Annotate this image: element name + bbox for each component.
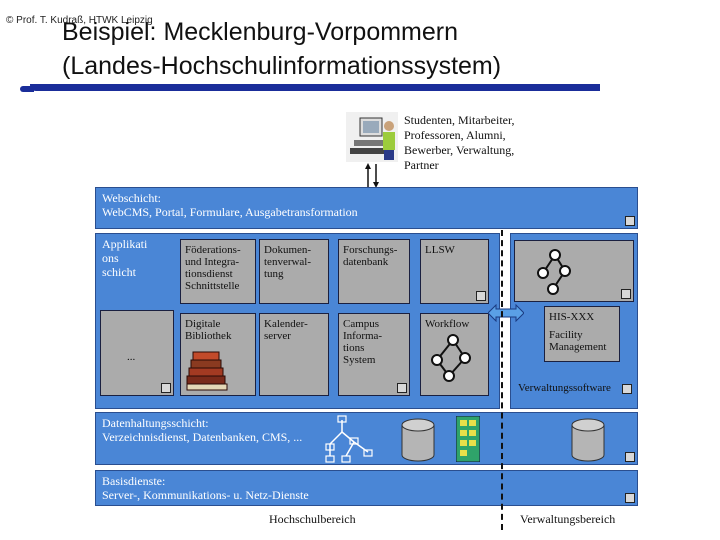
slide-title-line-2: (Landes-Hochschulinformationssystem) bbox=[62, 52, 501, 81]
llsw-box: LLSW bbox=[420, 239, 489, 304]
users-to-web-arrow bbox=[364, 163, 380, 188]
workflow-graph-icon bbox=[425, 332, 481, 391]
layer-corner-marker bbox=[625, 493, 635, 503]
university-area-label: Hochschulbereich bbox=[269, 512, 356, 527]
workflow-admin-arrow bbox=[488, 304, 524, 322]
box-line: datenbank bbox=[343, 256, 405, 268]
box-corner-marker bbox=[397, 383, 407, 393]
directory-tree-icon bbox=[324, 414, 384, 469]
box-line: tions bbox=[343, 342, 405, 354]
box-line: Forschungs- bbox=[343, 244, 405, 256]
base-services-layer: Basisdienste: Server-, Kommunikations- u… bbox=[95, 470, 638, 506]
web-layer: Webschicht: WebCMS, Portal, Formulare, A… bbox=[95, 187, 638, 229]
workflow-box: Workflow bbox=[420, 313, 489, 396]
box-corner-marker bbox=[622, 384, 632, 394]
books-icon bbox=[185, 350, 229, 395]
box-line: tenverwal- bbox=[264, 256, 324, 268]
admin-database-cylinder-icon bbox=[570, 417, 606, 468]
calendar-server-box: Kalender- server bbox=[259, 313, 329, 396]
base-layer-title: Basisdienste: bbox=[102, 474, 631, 488]
box-line: und Integra- bbox=[185, 256, 251, 268]
cms-green-icon bbox=[456, 416, 480, 467]
administration-area-label: Verwaltungsbereich bbox=[520, 512, 615, 527]
box-line: Campus bbox=[343, 318, 405, 330]
area-divider-dashed-line bbox=[501, 230, 505, 530]
admin-graph-icon bbox=[535, 247, 575, 300]
application-layer-label-line: ons bbox=[102, 251, 147, 265]
box-line: Schnittstelle bbox=[185, 280, 251, 292]
box-line: System bbox=[343, 354, 405, 366]
web-layer-description: WebCMS, Portal, Formulare, Ausgabetransf… bbox=[102, 205, 631, 219]
application-layer-label-line: Applikati bbox=[102, 237, 147, 251]
box-line: Workflow bbox=[425, 318, 484, 330]
document-management-box: Dokumen- tenverwal- tung bbox=[259, 239, 329, 304]
layer-corner-marker bbox=[625, 452, 635, 462]
users-caption-line: Bewerber, Verwaltung, bbox=[404, 143, 515, 158]
campus-information-system-box: Campus Informa- tions System bbox=[338, 313, 410, 396]
application-layer-label: Applikati ons schicht bbox=[96, 234, 153, 282]
box-line: Digitale bbox=[185, 318, 251, 330]
box-corner-marker bbox=[621, 289, 631, 299]
box-line: LLSW bbox=[425, 244, 484, 256]
box-line: server bbox=[264, 330, 324, 342]
title-underline bbox=[30, 84, 600, 91]
box-line: Informa- bbox=[343, 330, 405, 342]
admin-software-box: Verwaltungssoftware bbox=[514, 306, 634, 396]
box-corner-marker bbox=[476, 291, 486, 301]
users-caption-line: Professoren, Alumni, bbox=[404, 128, 515, 143]
box-line: Bibliothek bbox=[185, 330, 251, 342]
ellipsis-label: ... bbox=[127, 351, 135, 363]
box-line: Föderations- bbox=[185, 244, 251, 256]
web-layer-title: Webschicht: bbox=[102, 191, 631, 205]
user-at-computer-icon bbox=[346, 112, 398, 162]
box-line: tionsdienst bbox=[185, 268, 251, 280]
more-applications-box: ... bbox=[100, 310, 174, 396]
box-corner-marker bbox=[161, 383, 171, 393]
database-cylinder-icon bbox=[400, 417, 436, 468]
research-database-box: Forschungs- datenbank bbox=[338, 239, 410, 304]
foederation-service-box: Föderations- und Integra- tionsdienst Sc… bbox=[180, 239, 256, 304]
box-line: Kalender- bbox=[264, 318, 324, 330]
layer-corner-marker bbox=[625, 216, 635, 226]
box-line: tung bbox=[264, 268, 324, 280]
digital-library-box: Digitale Bibliothek bbox=[180, 313, 256, 396]
box-line: Dokumen- bbox=[264, 244, 324, 256]
users-caption: Studenten, Mitarbeiter, Professoren, Alu… bbox=[404, 113, 515, 173]
application-layer-label-line: schicht bbox=[102, 265, 147, 279]
admin-software-label: Verwaltungssoftware bbox=[518, 382, 611, 394]
slide-title-line-1: Beispiel: Mecklenburg-Vorpommern bbox=[62, 18, 458, 47]
admin-graph-box bbox=[514, 240, 634, 302]
base-layer-description: Server-, Kommunikations- u. Netz-Dienste bbox=[102, 488, 631, 502]
users-caption-line: Partner bbox=[404, 158, 515, 173]
users-caption-line: Studenten, Mitarbeiter, bbox=[404, 113, 515, 128]
